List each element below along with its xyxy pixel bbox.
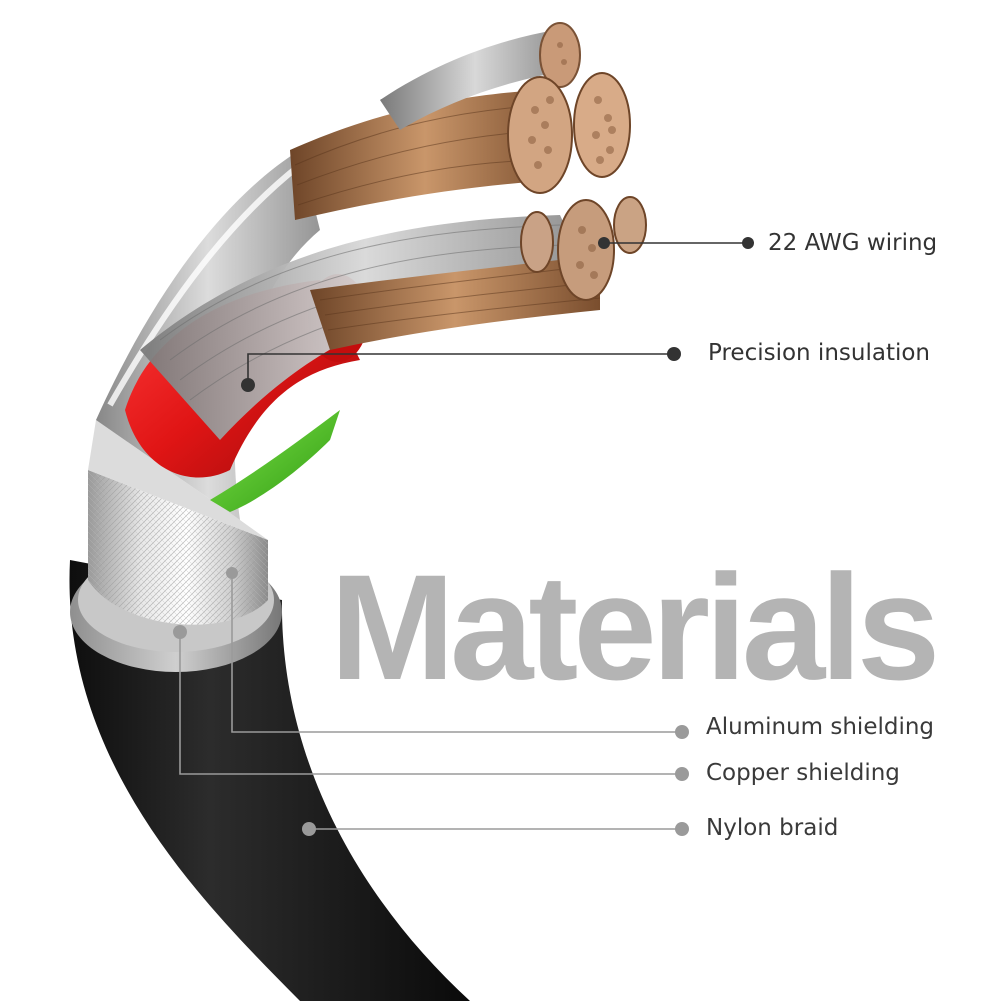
callout-lines	[179, 242, 748, 830]
label-nylon-braid: Nylon braid	[706, 815, 839, 841]
wire-end-faces	[507, 22, 647, 301]
label-22-awg-wiring: 22 AWG wiring	[768, 230, 938, 256]
copper-conductor	[310, 255, 600, 350]
label-aluminum-shielding: Aluminum shielding	[706, 714, 935, 740]
label-copper-shielding: Copper shielding	[706, 760, 900, 786]
materials-title: Materials	[330, 543, 940, 711]
callout-dots	[173, 237, 754, 836]
green-insulation	[210, 410, 340, 512]
label-precision-insulation: Precision insulation	[708, 340, 931, 366]
